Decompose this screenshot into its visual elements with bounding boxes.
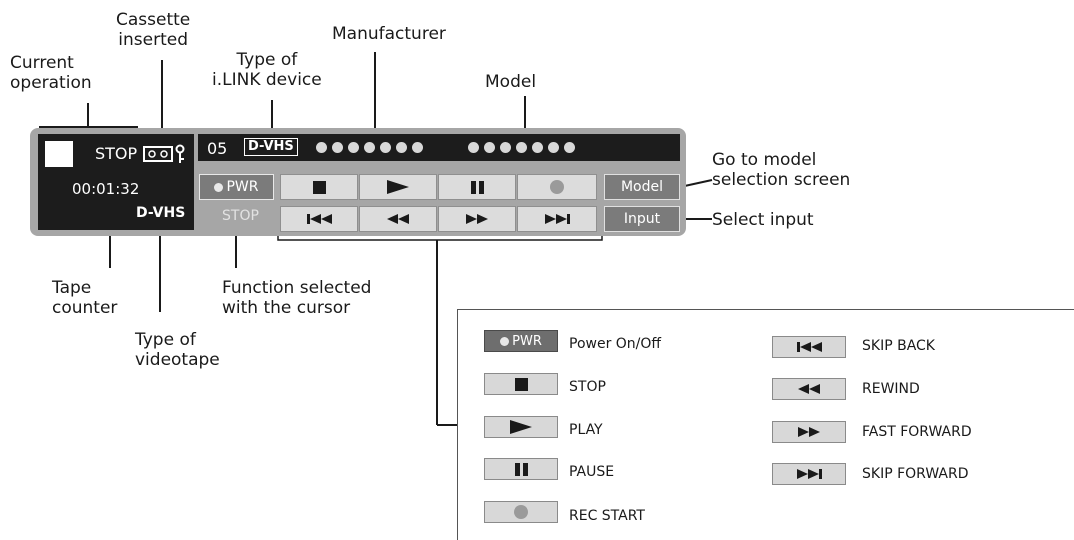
callout-videotape-type: Type of videotape	[135, 330, 220, 370]
fast-forward-icon	[466, 214, 488, 224]
legend-label: REC START	[569, 508, 645, 524]
manufacturer-dot	[316, 142, 327, 153]
pause-icon	[514, 462, 528, 476]
callout-line: Cassette	[116, 10, 191, 30]
power-dot-icon	[214, 182, 224, 192]
rewind-icon	[387, 214, 409, 224]
callout-model: Model	[485, 72, 537, 92]
device-channel: 05	[207, 139, 228, 158]
callout-ilink-type: Type of i.LINK device	[212, 50, 322, 90]
legend-stop-button	[484, 373, 558, 395]
play-button[interactable]	[359, 174, 437, 200]
cassette-icon	[143, 144, 185, 163]
manufacturer-dot	[412, 142, 423, 153]
stop-icon	[514, 377, 528, 391]
callout-line: Type of	[135, 330, 196, 350]
rewind-icon	[798, 384, 820, 394]
legend-label: PAUSE	[569, 464, 615, 480]
legend-skip-forward-button	[772, 463, 846, 485]
skip-back-button[interactable]	[280, 206, 358, 232]
callout-select-input: Select input	[712, 210, 814, 230]
callout-current-operation: Current operation	[10, 53, 92, 93]
callout-line: Type of	[236, 50, 298, 70]
callout-tape-counter: Tape counter	[52, 278, 117, 318]
legend-rec-button	[484, 501, 558, 523]
callout-line: Go to model	[712, 150, 817, 170]
legend-skip-back-button	[772, 336, 846, 358]
callout-line: Current	[10, 53, 74, 73]
pause-icon	[470, 180, 484, 194]
callout-model-selection: Go to model selection screen	[712, 150, 850, 190]
play-icon	[510, 420, 532, 434]
fast-forward-icon	[798, 427, 820, 437]
rewind-button[interactable]	[359, 206, 437, 232]
callout-line: counter	[52, 298, 118, 318]
rec-button[interactable]	[517, 174, 597, 200]
legend-play-button	[484, 416, 558, 438]
callout-manufacturer: Manufacturer	[332, 24, 446, 44]
manufacturer-dot	[332, 142, 343, 153]
skip-forward-button[interactable]	[517, 206, 597, 232]
model-dot	[532, 142, 543, 153]
callout-line: i.LINK device	[212, 70, 322, 90]
selected-function-text: STOP	[222, 208, 259, 224]
model-dot	[468, 142, 479, 153]
skip-back-icon	[796, 342, 822, 352]
manufacturer-dot	[396, 142, 407, 153]
power-button[interactable]: PWR	[199, 174, 274, 200]
model-dot	[500, 142, 511, 153]
skip-back-icon	[306, 214, 332, 224]
legend-label: STOP	[569, 379, 606, 395]
stop-icon	[312, 180, 326, 194]
callout-line: Tape	[52, 278, 92, 298]
legend-label: SKIP FORWARD	[862, 466, 969, 482]
model-button[interactable]: Model	[604, 174, 680, 200]
rec-icon	[550, 180, 564, 194]
manufacturer-dot	[364, 142, 375, 153]
legend-pwr-button: PWR	[484, 330, 558, 352]
manufacturer-dot	[380, 142, 391, 153]
legend-pwr-label: PWR	[512, 333, 542, 349]
legend-pause-button	[484, 458, 558, 480]
model-dot	[548, 142, 559, 153]
legend-label: REWIND	[862, 381, 920, 397]
model-dot	[516, 142, 527, 153]
legend-fast-forward-button	[772, 421, 846, 443]
skip-forward-icon	[796, 469, 822, 479]
legend-label: Power On/Off	[569, 336, 662, 352]
legend-label: SKIP BACK	[862, 338, 935, 354]
fast-forward-button[interactable]	[438, 206, 516, 232]
legend-label: FAST FORWARD	[862, 424, 972, 440]
pwr-icon	[500, 336, 510, 346]
callout-line: inserted	[118, 30, 188, 50]
play-icon	[387, 180, 409, 194]
callout-line: selection screen	[712, 170, 851, 190]
tape-counter: 00:01:32	[72, 180, 140, 198]
callout-line: with the cursor	[222, 298, 351, 318]
legend-label: PLAY	[569, 422, 603, 438]
callout-line: Function selected	[222, 278, 372, 298]
callout-line: operation	[10, 73, 92, 93]
callout-line: videotape	[135, 350, 220, 370]
videotape-type: D-VHS	[136, 205, 186, 221]
model-dot	[484, 142, 495, 153]
button-legend	[457, 309, 1074, 540]
pause-button[interactable]	[438, 174, 516, 200]
callout-cassette-inserted: Cassette inserted	[116, 10, 190, 50]
current-operation-text: STOP	[95, 144, 138, 163]
legend-rewind-button	[772, 378, 846, 400]
input-button[interactable]: Input	[604, 206, 680, 232]
rec-icon	[514, 505, 528, 519]
current-operation-indicator	[45, 141, 73, 167]
callout-function-selected: Function selected with the cursor	[222, 278, 371, 318]
stop-button[interactable]	[280, 174, 358, 200]
ilink-device-type: D-VHS	[244, 138, 298, 156]
model-dot	[564, 142, 575, 153]
skip-forward-icon	[544, 214, 570, 224]
manufacturer-dot	[348, 142, 359, 153]
power-label: PWR	[226, 179, 259, 195]
